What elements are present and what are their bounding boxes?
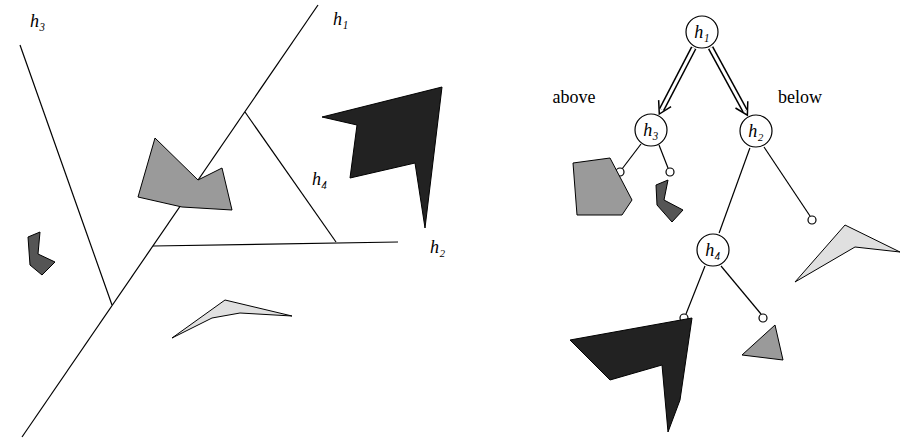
tree-line <box>659 145 668 168</box>
tree-edge <box>711 48 748 115</box>
node-label: h₂ <box>748 122 763 140</box>
object-shape <box>28 232 55 275</box>
leaf-links <box>622 144 810 314</box>
object-shape <box>570 318 692 432</box>
tree-edge <box>659 48 694 114</box>
split-line <box>245 112 336 242</box>
line-label: h₄ <box>312 170 327 188</box>
split-line <box>22 5 318 437</box>
tree-edge <box>719 148 750 233</box>
object-shape <box>656 180 683 222</box>
tree-line <box>764 147 810 216</box>
object-shape <box>742 325 783 360</box>
tree-line <box>686 266 705 314</box>
line-label: h₃ <box>30 12 45 30</box>
object-shape <box>172 300 292 338</box>
node-label: h₁ <box>694 23 709 41</box>
tree-line <box>622 144 641 169</box>
split-line <box>20 45 112 305</box>
line-label: h₂ <box>430 238 445 256</box>
line-label: h₁ <box>333 10 348 28</box>
node-label: h₃ <box>643 121 658 139</box>
split-lines <box>20 5 398 437</box>
split-node: h₃ <box>634 113 668 147</box>
leaf-dot <box>666 168 674 176</box>
split-node: h₄ <box>696 233 730 267</box>
split-line <box>153 242 398 246</box>
node-label: h₄ <box>705 241 720 259</box>
leaf-dots <box>616 168 816 322</box>
object-shape <box>795 225 900 282</box>
edge-label: above <box>553 88 596 106</box>
tree-line <box>721 266 761 314</box>
leaf-dot <box>808 216 816 224</box>
edge-label: below <box>778 88 822 106</box>
object-shape <box>138 138 232 210</box>
object-shape <box>573 158 632 215</box>
split-node: h₁ <box>685 15 719 49</box>
leaf-objects <box>570 158 900 432</box>
object-shape <box>322 87 442 228</box>
split-node: h₂ <box>739 114 773 148</box>
leaf-dot <box>759 314 767 322</box>
scene-objects <box>28 87 442 338</box>
